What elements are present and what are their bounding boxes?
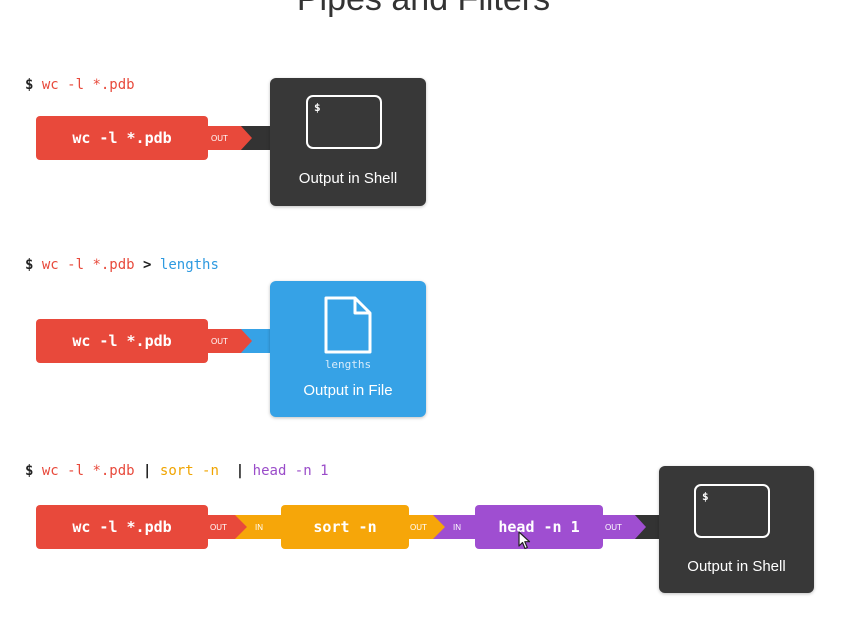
wc-command-box: wc -l *.pdb <box>36 116 208 160</box>
wc-command-box: wc -l *.pdb <box>36 505 208 549</box>
redirect-target: lengths <box>159 257 219 273</box>
command-line-2: $ wc -l *.pdb > lengths <box>25 257 219 273</box>
sort-command-box: sort -n <box>281 505 409 549</box>
prompt-symbol: $ <box>25 77 34 93</box>
command-wc: wc -l *.pdb <box>41 257 135 273</box>
mouse-cursor-icon <box>518 531 531 550</box>
command-head: head -n 1 <box>252 463 329 479</box>
shell-output-panel: $ Output in Shell <box>270 78 426 206</box>
pipe-operator: | <box>235 463 245 479</box>
redirect-operator: > <box>143 257 152 273</box>
document-icon <box>324 296 372 354</box>
prompt-symbol: $ <box>25 257 34 273</box>
command-wc: wc -l *.pdb <box>41 77 135 93</box>
command-line-3: $ wc -l *.pdb | sort -n | head -n 1 <box>25 463 329 479</box>
command-wc: wc -l *.pdb <box>41 463 135 479</box>
shell-output-panel: $ Output in Shell <box>659 466 814 593</box>
terminal-prompt: $ <box>702 490 709 503</box>
command-line-1: $ wc -l *.pdb <box>25 77 135 93</box>
head-command-box: head -n 1 <box>475 505 603 549</box>
panel-caption: Output in Shell <box>687 558 786 575</box>
out-tag: OUT <box>206 126 252 150</box>
wc-command-box: wc -l *.pdb <box>36 319 208 363</box>
panel-caption: Output in Shell <box>298 170 398 187</box>
out-tag: OUT <box>206 329 252 353</box>
terminal-icon: $ <box>694 484 770 538</box>
prompt-symbol: $ <box>25 463 34 479</box>
file-output-panel: lengths Output in File <box>270 281 426 417</box>
page-title: Pipes and Filters <box>0 0 847 19</box>
pipe-operator: | <box>143 463 152 479</box>
panel-caption: Output in File <box>303 382 393 399</box>
terminal-icon: $ <box>306 95 382 149</box>
command-sort: sort -n <box>159 463 219 479</box>
terminal-prompt: $ <box>314 101 321 114</box>
out-tag: OUT <box>600 515 646 539</box>
file-name: lengths <box>324 358 372 371</box>
